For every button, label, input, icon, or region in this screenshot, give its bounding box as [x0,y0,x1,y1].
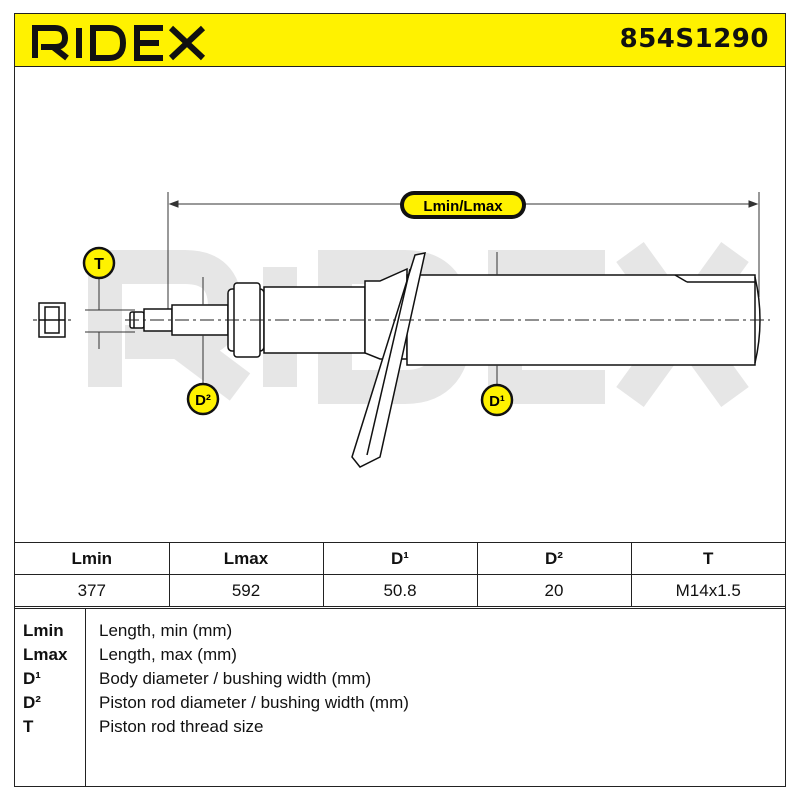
legend-item: Lmax Length, max (mm) [15,645,785,669]
specs-value-t: M14x1.5 [630,574,785,607]
shock-absorber-drawing: Lmin/Lmax T D² [33,191,770,468]
body-diameter-badge [480,383,514,417]
specs-header-lmin: Lmin [15,542,170,575]
header-bar: 854S1290 [15,14,785,67]
legend-key: D¹ [23,669,41,688]
legend-desc: Length, min (mm) [99,621,233,640]
specs-value-d2: 20 [476,574,632,607]
ridex-logo [32,25,206,61]
legend-key: T [23,717,34,736]
specs-header-lmax: Lmax [168,542,324,575]
legend: Lmin Length, min (mm) Lmax Length, max (… [15,608,785,787]
shock-body [227,267,761,366]
specs-header-d2: D² [476,542,632,575]
specs-value-row: 377 592 50.8 20 M14x1.5 [15,574,785,607]
specs-value-lmin: 377 [15,574,170,607]
thread-dimension [85,277,135,349]
legend-desc: Length, max (mm) [99,645,237,664]
legend-item: Lmin Length, min (mm) [15,621,785,645]
specs-value-lmax: 592 [168,574,324,607]
legend-key: Lmax [23,645,68,664]
thread-nut-icon [33,302,71,338]
specs-header-row: Lmin Lmax D¹ D² T [15,542,785,575]
legend-desc: Body diameter / bushing width (mm) [99,669,372,688]
specs-header-t: T [630,542,785,575]
length-label-badge [400,191,526,219]
legend-desc: Piston rod thread size [99,717,264,736]
thread-label-badge [82,246,116,280]
rod-diameter-label: D² [195,392,211,409]
specs-value-d1: 50.8 [322,574,478,607]
length-label: Lmin/Lmax [423,198,503,215]
datasheet-frame: 854S1290 Lmin/Lmax [14,13,786,787]
body-diameter-label: D¹ [489,393,505,410]
legend-key: D² [23,693,41,712]
legend-divider [85,609,86,787]
rod-diameter-badge [186,382,220,416]
legend-desc: Piston rod diameter / bushing width (mm) [99,693,409,712]
mounting-bracket [351,252,426,468]
legend-key: Lmin [23,621,64,640]
part-number: 854S1290 [619,24,769,54]
thread-label: T [94,256,104,273]
legend-item: D² Piston rod diameter / bushing width (… [15,693,785,717]
legend-item: T Piston rod thread size [15,717,785,741]
legend-item: D¹ Body diameter / bushing width (mm) [15,669,785,693]
piston-rod [129,304,229,336]
specs-table: Lmin Lmax D¹ D² T 377 592 50.8 20 M14x1.… [15,542,785,607]
specs-header-d1: D¹ [322,542,478,575]
